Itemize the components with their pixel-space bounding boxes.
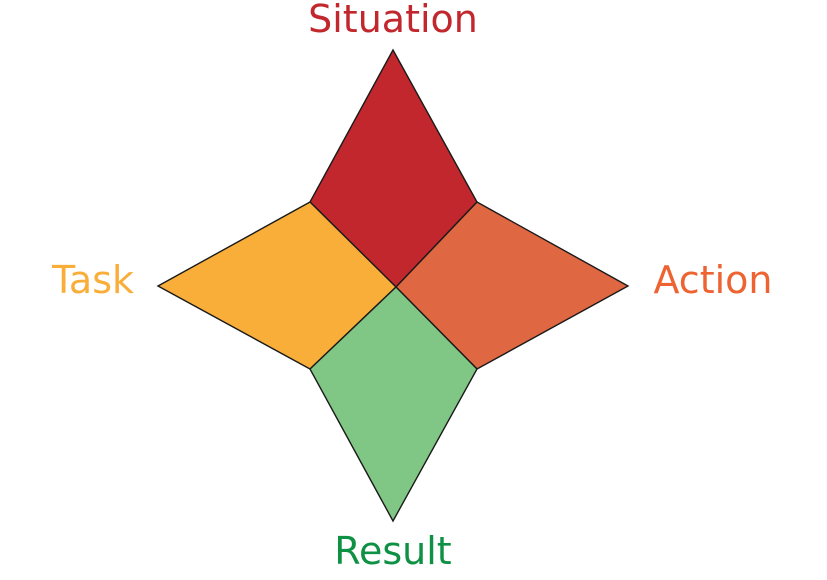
result-segment: [309, 286, 478, 523]
task-label: Task: [51, 258, 134, 302]
situation-label: Situation: [308, 0, 478, 41]
action-label: Action: [653, 258, 772, 302]
result-label: Result: [334, 529, 451, 573]
